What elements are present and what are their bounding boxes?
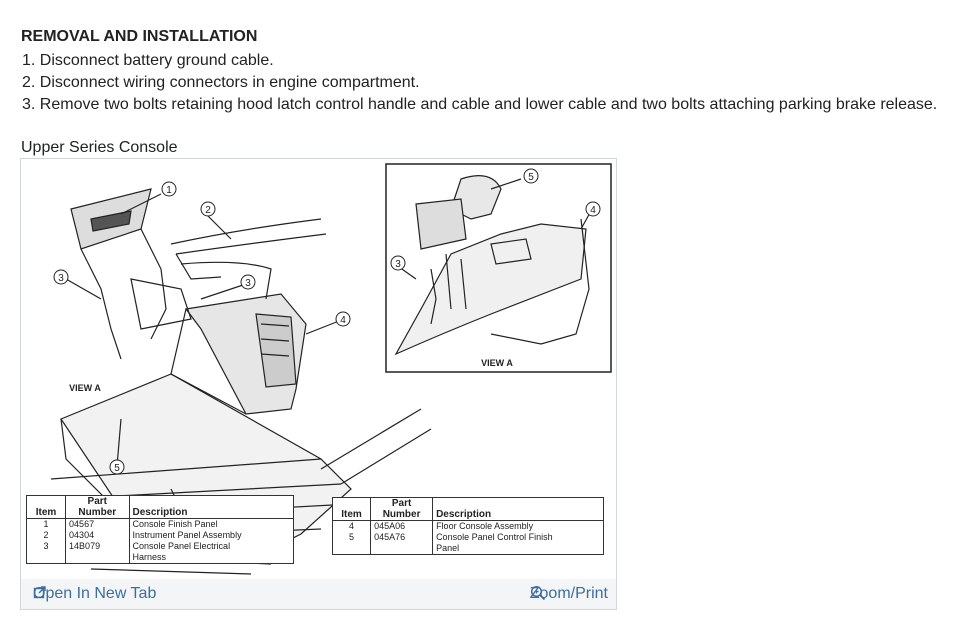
cell-item: 1 [25,518,67,530]
zoom-print-button[interactable]: Zoom/Print [530,585,608,603]
cell-desc-continued: Panel [432,543,604,555]
cell-part: 045A06 [370,520,434,532]
open-new-tab-label: Open In New Tab [33,585,157,602]
callout-5: 5 [114,463,120,474]
zoom-print-label: Zoom/Print [529,585,608,602]
cell-item: 3 [25,541,67,552]
step-item: 3. Remove two bolts retaining hood latch… [22,96,938,113]
view-a-label: VIEW A [69,383,101,393]
callout-4b: 4 [590,205,596,216]
cell-item: 2 [25,530,67,541]
cell-item: 4 [331,520,372,532]
figure-toolbar: Open In New Tab Zoom/Print [21,579,616,609]
steps-list: 1. Disconnect battery ground cable. 2. D… [22,50,937,116]
callout-3b: 3 [245,278,251,289]
callout-2: 2 [205,205,211,216]
callout-3c: 3 [395,259,401,270]
cell-desc-continued: Harness [128,552,295,564]
cell-desc: Floor Console Assembly [432,520,604,532]
callout-3: 3 [58,273,64,284]
cell-part: 04567 [65,518,130,530]
cell-desc: Console Panel Electrical [128,541,295,552]
step-item: 2. Disconnect wiring connectors in engin… [22,74,420,91]
cell-part: 14B079 [65,541,130,552]
section-heading: REMOVAL AND INSTALLATION [21,28,258,45]
cell-desc: Console Finish Panel [128,518,295,530]
figure-caption: Upper Series Console [21,139,178,156]
cell-item: 5 [331,532,372,543]
magnifier-icon [530,585,545,601]
external-link-icon [33,586,46,599]
view-a-inset-label: VIEW A [481,358,513,368]
step-item: 1. Disconnect battery ground cable. [22,52,274,69]
cell-part: 045A76 [370,532,434,543]
col-item: Item [331,497,372,521]
cell-part: 04304 [65,530,130,541]
cell-desc: Instrument Panel Assembly [128,530,295,541]
col-description: Description [432,497,604,521]
open-new-tab-button[interactable]: Open In New Tab [33,585,156,603]
callout-5b: 5 [528,172,534,183]
figure-viewer: 1 2 3 3 4 5 5 3 4 VIEW A VIEW A Item Par… [20,158,617,610]
callout-1: 1 [166,185,172,196]
cell-desc: Console Panel Control Finish [432,532,604,543]
col-description: Description [128,495,295,519]
col-item: Item [25,495,67,519]
callout-4: 4 [340,315,346,326]
